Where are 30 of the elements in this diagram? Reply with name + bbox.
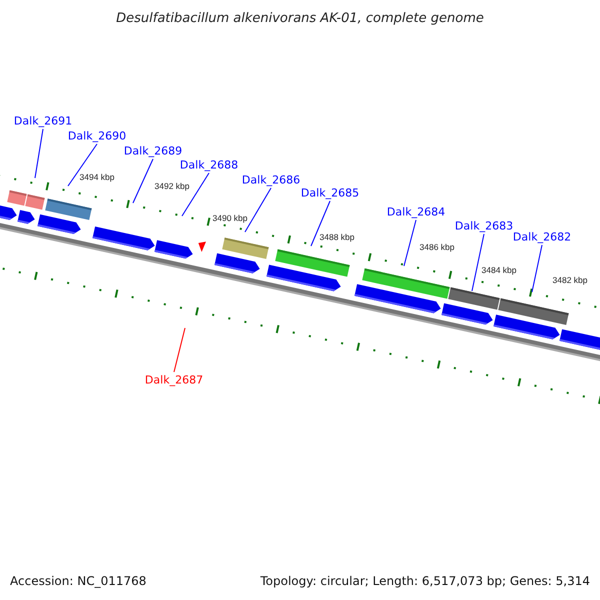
gene-label: Dalk_2690 <box>68 130 126 142</box>
gene-label: Dalk_2687 <box>144 374 204 386</box>
leader-line <box>182 172 210 216</box>
leader-line <box>472 234 484 292</box>
gene-label: Dalk_2691 <box>14 114 72 128</box>
position-label: 3484 kbp <box>482 265 516 275</box>
leader-line <box>132 158 154 204</box>
gene-label: Dalk_2685 <box>300 186 360 200</box>
leader-line <box>68 144 98 186</box>
leader-line <box>310 200 330 246</box>
genome-summary-text: Topology: circular; Length: 6,517,073 bp; Genes: 5,314 <box>260 574 590 588</box>
position-label: 3494 kbp <box>80 172 114 182</box>
leader-line <box>34 128 44 178</box>
leader-line <box>174 328 186 372</box>
position-label: 3490 kbp <box>212 213 248 223</box>
accession-text: Accession: NC_011768 <box>10 574 146 588</box>
gene-label: Dalk_2686 <box>242 174 300 186</box>
position-label: 3488 kbp <box>320 232 354 242</box>
gene-label: Dalk_2684 <box>386 206 446 218</box>
position-label: 3492 kbp <box>154 181 190 191</box>
leader-line <box>404 220 416 266</box>
position-label: 3482 kbp <box>552 275 588 285</box>
position-label: 3486 kbp <box>420 242 454 252</box>
leader-line <box>532 244 542 292</box>
leader-line <box>244 188 272 232</box>
gene-label: Dalk_2688 <box>180 158 238 172</box>
gene-label: Dalk_2682 <box>512 230 572 244</box>
gene-label: Dalk_2683 <box>454 220 514 232</box>
title: Desulfatibacillum alkenivorans AK-01, complete genome <box>115 10 485 28</box>
gene-label: Dalk_2689 <box>124 144 182 158</box>
